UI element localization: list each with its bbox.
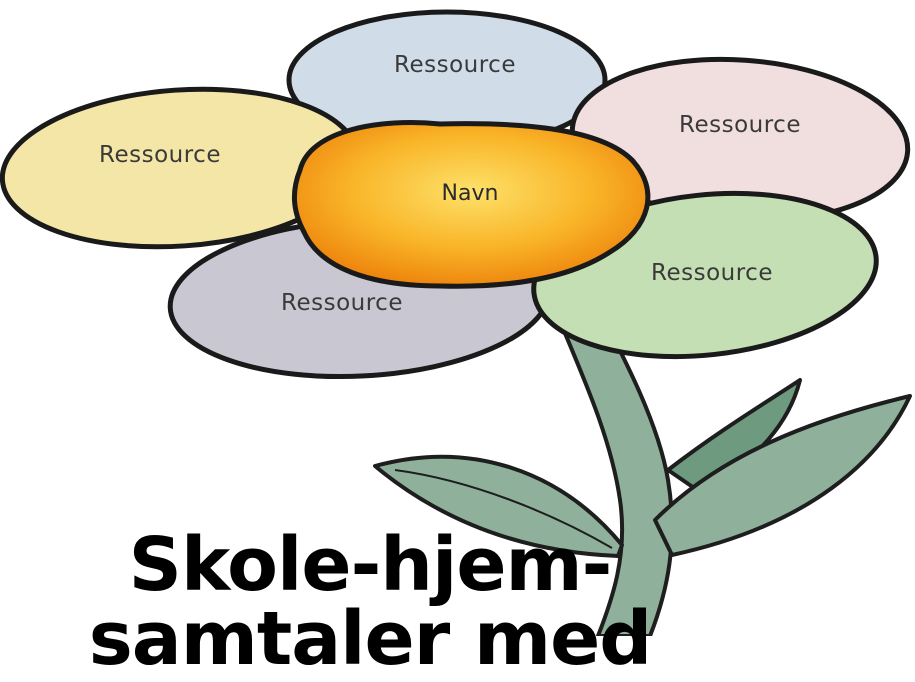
petal-label-top: Ressource [394,52,516,78]
resource-flower-diagram: Ressource Ressource Ressource Ressource … [0,9,912,636]
leaf-left-vein [394,469,613,549]
stem-and-leaves [373,290,912,636]
center-blob [291,120,651,289]
center-label: Navn [442,181,499,206]
leaf-right-front [653,394,912,557]
leaf-left [373,454,624,558]
headline-line-1: Skole-hjem- [128,522,613,608]
petal-label-bottom-right: Ressource [651,260,773,286]
petal-label-bottom-left: Ressource [281,290,403,316]
petal-label-left: Ressource [99,142,221,168]
headline-line-2: samtaler med [88,596,652,682]
petal-label-top-right: Ressource [679,112,801,138]
